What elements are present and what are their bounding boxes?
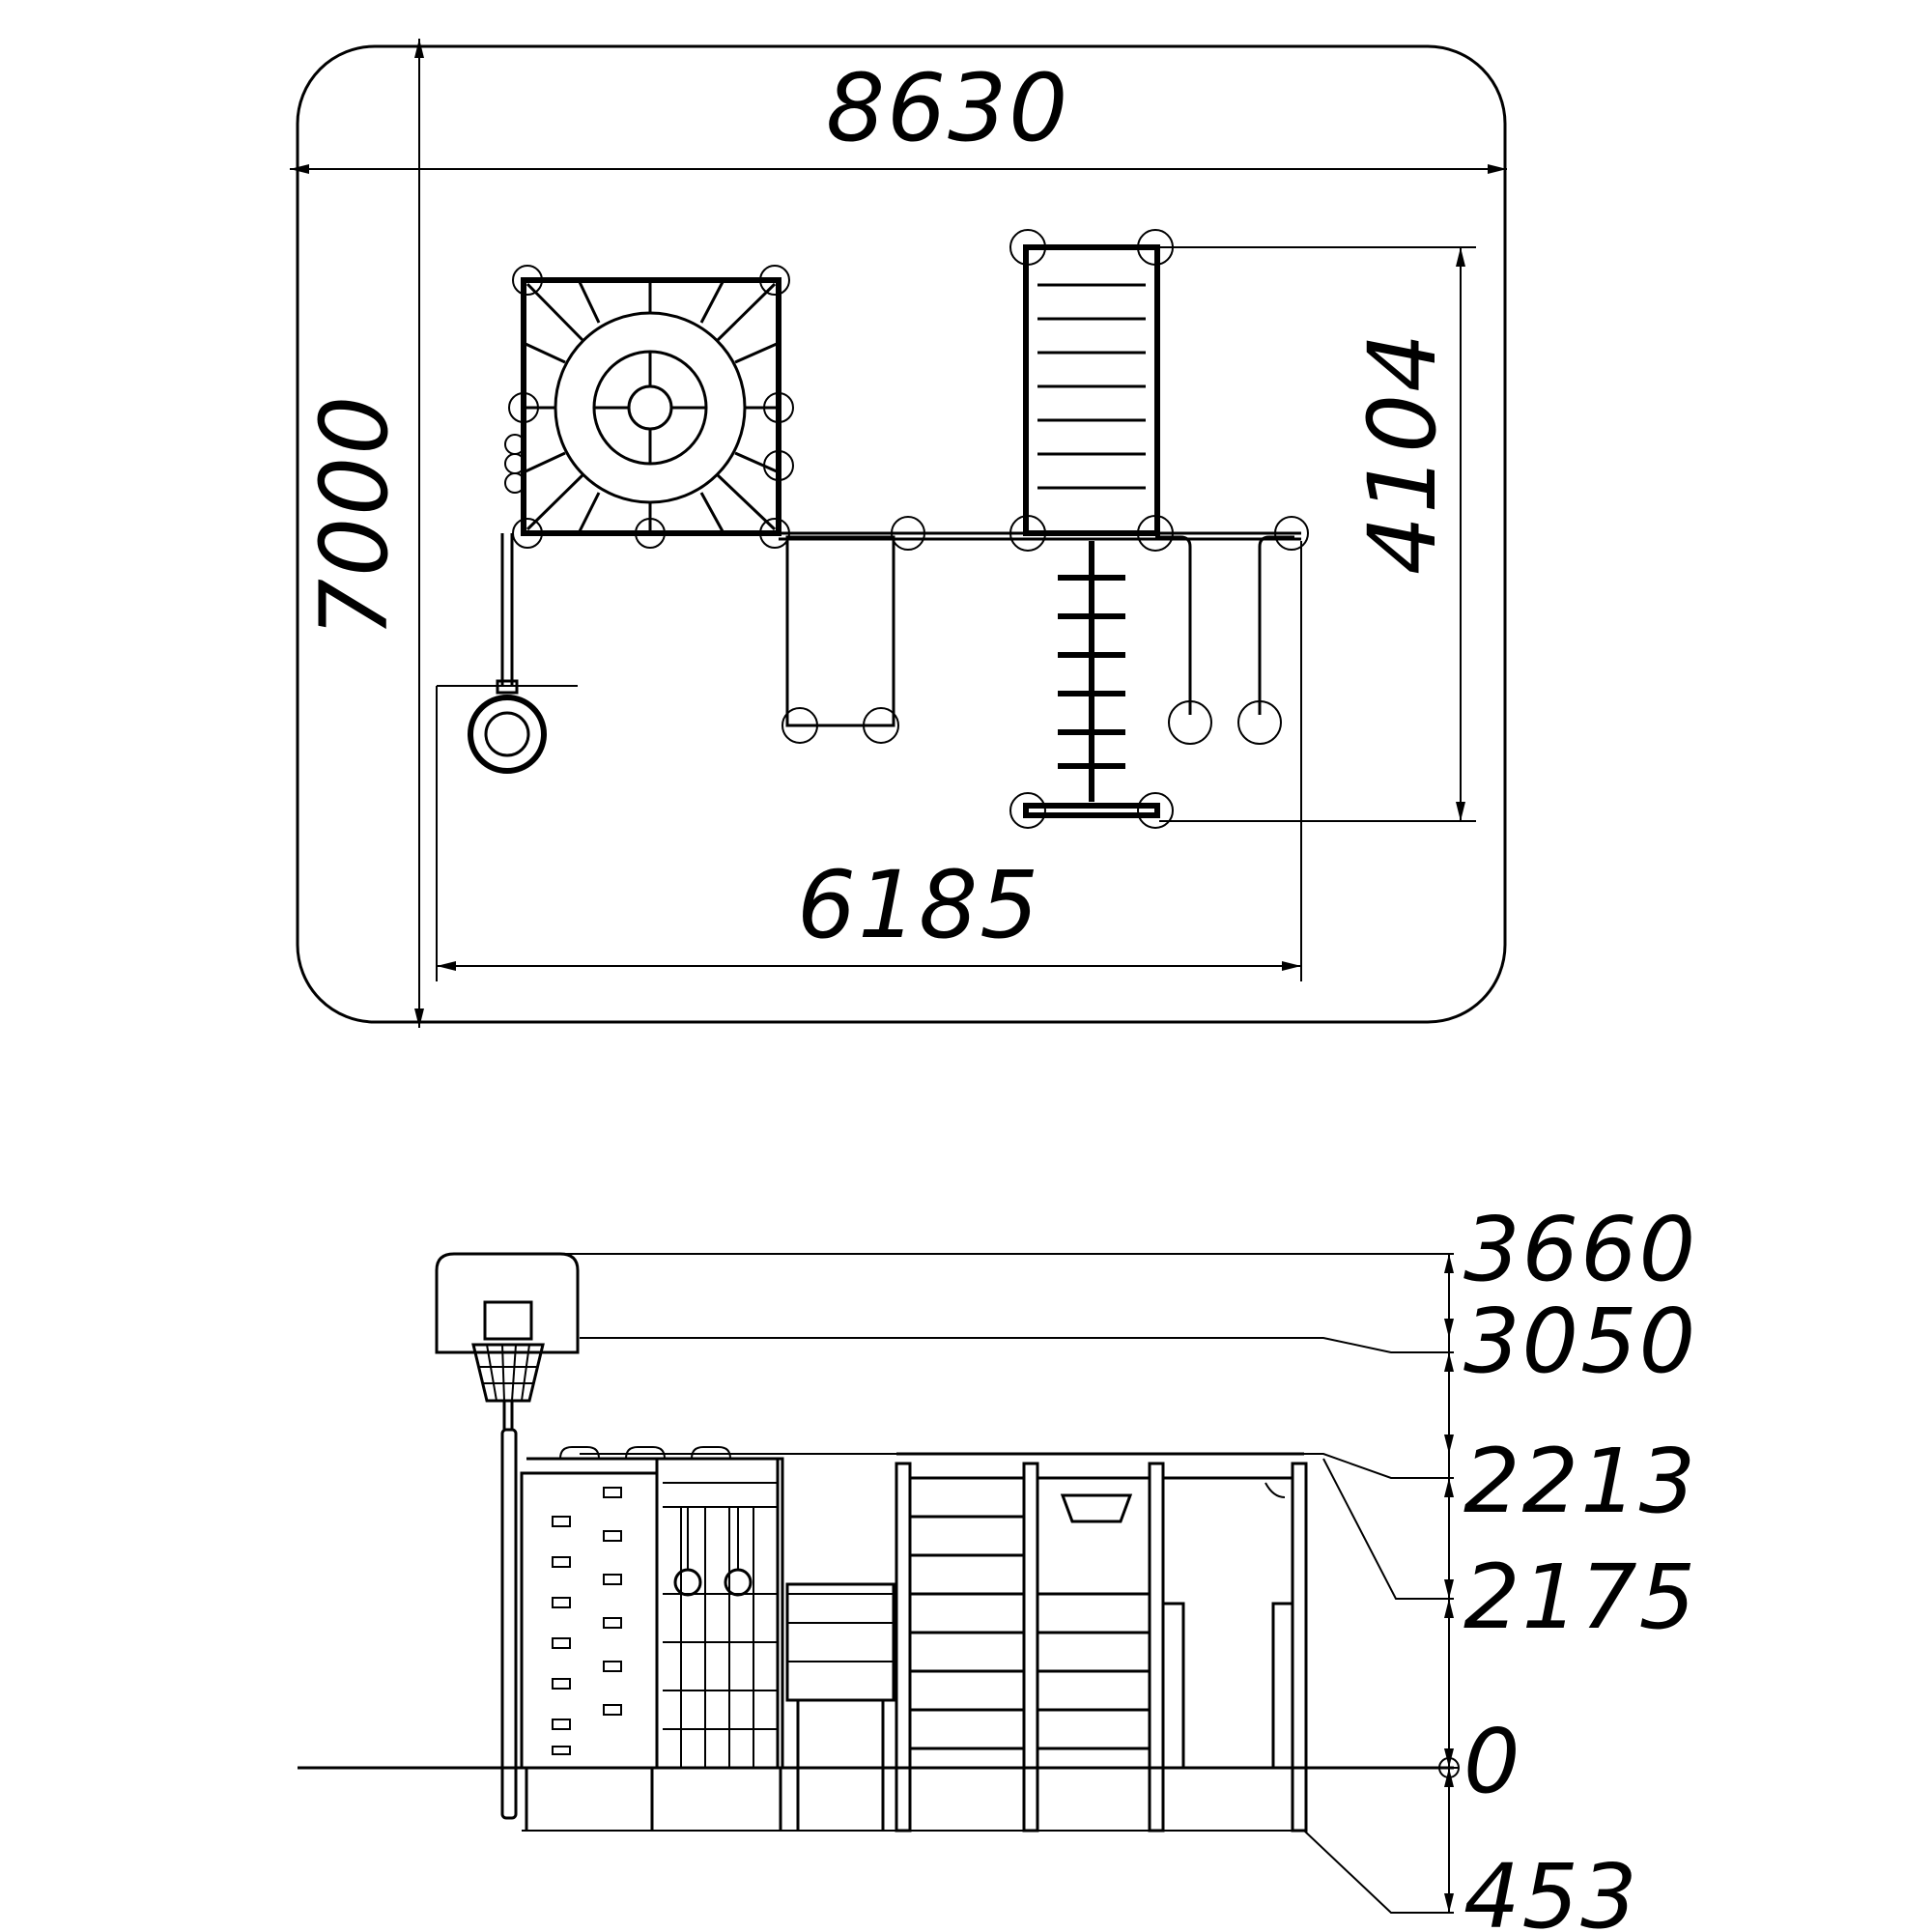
bench-elevation: [785, 1582, 895, 1831]
level-2175: 2175: [1463, 1546, 1697, 1649]
level-0: 0: [1463, 1710, 1522, 1813]
climbing-wall-elevation: [520, 1446, 666, 1831]
dim-equipment-width: 6185: [797, 851, 1040, 959]
elevation-view: 3660 3050 2213 2175 0 453: [298, 1198, 1697, 1932]
dim-overall-depth: 7000: [300, 394, 409, 638]
bench-plan: [781, 516, 925, 744]
level-3050: 3050: [1463, 1290, 1697, 1393]
ref-line-2175: [1322, 1458, 1454, 1600]
level-2213: 2213: [1463, 1430, 1697, 1533]
dim-overall-width: 8630: [826, 54, 1069, 162]
pullup-bars-plan: [1155, 516, 1309, 745]
ref-line-453: [1303, 1830, 1454, 1914]
rings-net-elevation: [655, 1446, 784, 1831]
climbing-net-plan: [504, 265, 794, 549]
site-boundary: [296, 44, 1507, 1024]
horizontal-ladder-plan: [1009, 541, 1174, 829]
dim-equipment-depth: 4104: [1349, 331, 1457, 575]
wall-bars-plan: [1009, 229, 1174, 552]
plan-view: 8630 7000 4104 6185: [290, 39, 1507, 1028]
level-3660: 3660: [1463, 1198, 1697, 1301]
ref-line-3050: [580, 1337, 1454, 1353]
wall-bars-elevation: [895, 1452, 1308, 1833]
basketball-hoop-elevation: [435, 1252, 580, 1820]
basketball-post-plan: [468, 533, 547, 774]
level-453: 453: [1463, 1845, 1639, 1932]
